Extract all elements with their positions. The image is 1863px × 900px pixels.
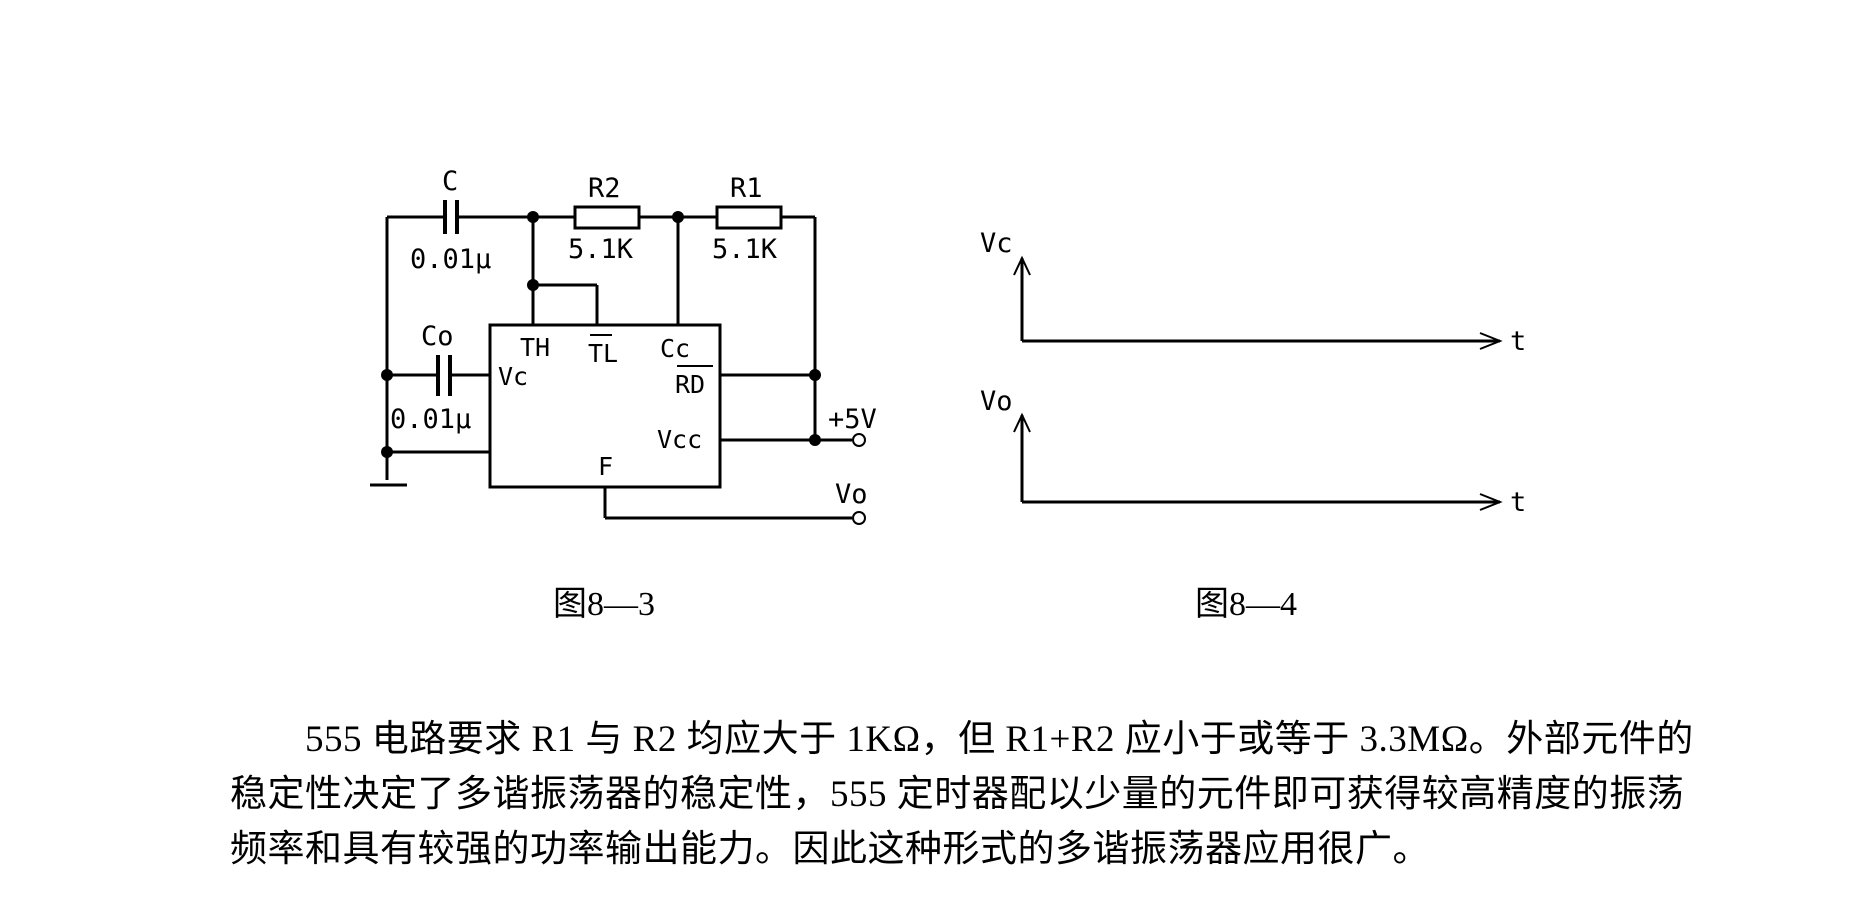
junction-dot	[527, 211, 539, 223]
resistor-r1-label: R1	[730, 173, 763, 204]
resistor-r2	[573, 205, 641, 230]
pin-cc-label: Cc	[660, 334, 690, 363]
junction-dot	[381, 446, 393, 458]
vc-t-arrow	[1479, 332, 1503, 350]
junction-dot	[809, 369, 821, 381]
capacitor-c-label: C	[442, 166, 458, 197]
vo-axis-label: Vo	[980, 386, 1013, 417]
junction-dot	[527, 279, 539, 291]
circuit-diagram	[370, 200, 866, 525]
figure-8-4-caption: 图8—4	[1195, 586, 1297, 623]
terminal-5v	[852, 433, 866, 447]
junction-dot	[672, 211, 684, 223]
vc-y-arrow	[1013, 255, 1031, 276]
waveform-labels: Vc t Vo t	[980, 228, 1526, 518]
circuit-labels: C 0.01μ R2 5.1K R1 5.1K Co 0.01μ TH TL C…	[390, 166, 877, 510]
resistor-r2-value: 5.1K	[568, 234, 634, 265]
capacitor-co-value: 0.01μ	[390, 404, 471, 435]
vo-t-arrow	[1479, 493, 1503, 511]
junction-dots	[381, 211, 821, 458]
junction-dot	[381, 369, 393, 381]
vc-axis-label: Vc	[980, 228, 1013, 259]
t-axis-label-2: t	[1510, 487, 1526, 518]
pin-tl-label: TL	[588, 339, 618, 368]
resistor-r1	[715, 205, 783, 230]
figure-8-3-caption: 图8—3	[553, 586, 655, 623]
pin-vc-label: Vc	[498, 362, 528, 391]
waveform-axes	[1013, 255, 1503, 511]
pin-vcc-label: Vcc	[657, 425, 702, 454]
terminal-vo	[852, 511, 866, 525]
output-vo-label: Vo	[835, 479, 868, 510]
resistor-r1-value: 5.1K	[712, 234, 778, 265]
capacitor-c-value: 0.01μ	[410, 244, 491, 275]
pin-f-label: F	[598, 452, 613, 481]
vo-y-arrow	[1013, 412, 1031, 433]
resistor-r2-label: R2	[588, 173, 621, 204]
t-axis-label-1: t	[1510, 326, 1526, 357]
pin-th-label: TH	[520, 333, 550, 362]
body-paragraph: 555 电路要求 R1 与 R2 均应大于 1KΩ，但 R1+R2 应小于或等于…	[230, 719, 1694, 870]
capacitor-co-label: Co	[421, 321, 454, 352]
junction-dot	[809, 434, 821, 446]
pin-rd-label: RD	[675, 370, 705, 399]
supply-5v-label: +5V	[828, 404, 877, 435]
